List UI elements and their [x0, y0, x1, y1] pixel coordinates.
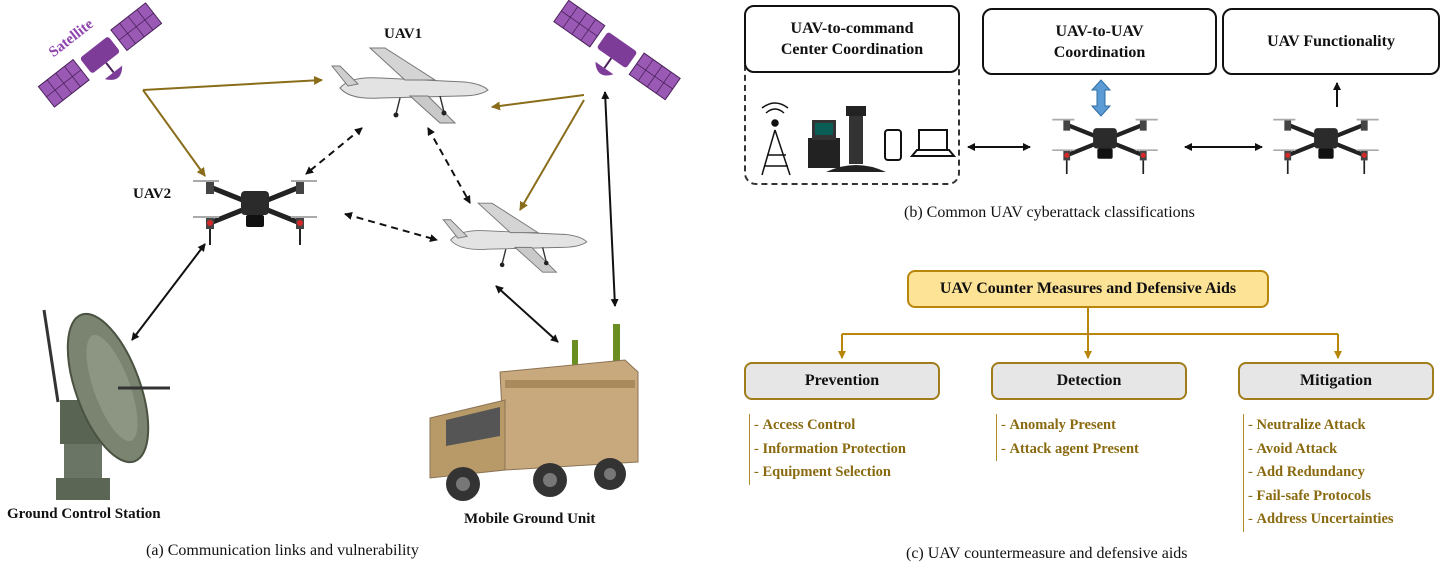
ground-links	[131, 91, 619, 343]
panel-b-caption: (b) Common UAV cyberattack classificatio…	[904, 204, 1195, 221]
list-item: Avoid Attack	[1248, 438, 1394, 462]
list-item: Attack agent Present	[1001, 438, 1138, 462]
list-item: Add Redundancy	[1248, 461, 1394, 485]
uav-functionality-box: UAV Functionality	[1222, 8, 1440, 75]
cell-tower-icon	[761, 102, 791, 176]
panel-a-caption: (a) Communication links and vulnerabilit…	[146, 542, 419, 559]
uav2-icon	[193, 181, 317, 245]
uav-dashed-links	[305, 127, 471, 242]
control-case-icon	[808, 120, 840, 168]
satellite-links	[142, 75, 585, 211]
uav1-label: UAV1	[384, 26, 423, 42]
control-tower-icon	[826, 106, 886, 172]
list-item: Anomaly Present	[1001, 414, 1139, 438]
mobile-ground-unit-icon	[429, 324, 639, 501]
list-item: Information Protection	[754, 438, 906, 462]
uav3-icon	[442, 202, 588, 273]
laptop-icon	[909, 129, 957, 157]
list-item: Access Control	[754, 414, 906, 438]
category-prevention: Prevention	[744, 362, 940, 400]
panel-b-graphics	[761, 79, 1341, 176]
list-item: Equipment Selection	[754, 461, 906, 485]
list-item: Neutralize Attack	[1248, 414, 1394, 438]
countermeasures-title: UAV Counter Measures and Defensive Aids	[907, 270, 1269, 308]
category-detection: Detection	[991, 362, 1187, 400]
detection-items: Anomaly Present Attack agent Present	[996, 414, 1139, 461]
mobile-ground-unit-label: Mobile Ground Unit	[464, 511, 596, 527]
blue-double-arrow	[1090, 79, 1112, 117]
ground-control-station-label: Ground Control Station	[7, 506, 161, 522]
ground-control-station-icon	[42, 309, 170, 500]
uav2-label: UAV2	[133, 186, 172, 202]
uav-quad-right-icon	[1273, 120, 1378, 174]
uav-to-uav-box: UAV-to-UAV Coordination	[982, 8, 1217, 75]
panel-c-caption: (c) UAV countermeasure and defensive aid…	[906, 545, 1188, 562]
category-mitigation: Mitigation	[1238, 362, 1434, 400]
list-item: Fail-safe Protocols	[1248, 485, 1394, 509]
countermeasure-tree-lines	[838, 308, 1342, 359]
uav-to-command-box: UAV-to-command Center Coordination	[744, 5, 960, 73]
satellite-right-icon	[543, 0, 682, 114]
mitigation-items: Neutralize Attack Avoid Attack Add Redun…	[1243, 414, 1394, 532]
uav-quad-center-icon	[1052, 120, 1157, 174]
uav1-icon	[331, 47, 489, 124]
smartphone-icon	[884, 129, 902, 161]
prevention-items: Access Control Information Protection Eq…	[749, 414, 906, 485]
list-item: Address Uncertainties	[1248, 508, 1393, 532]
